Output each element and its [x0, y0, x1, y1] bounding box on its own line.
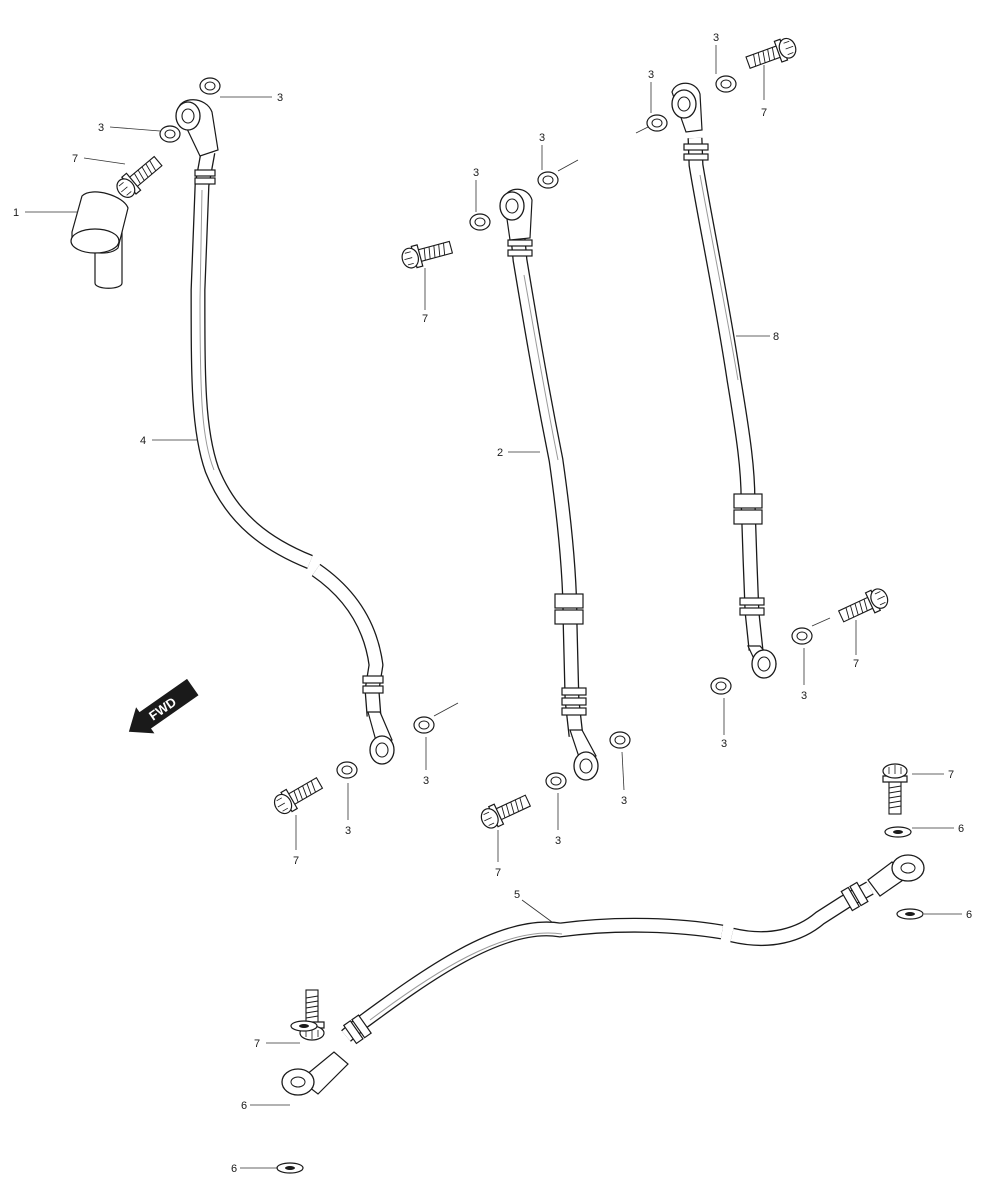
brake-hose-2	[499, 188, 599, 781]
washer-3-d	[336, 761, 358, 779]
callout-3: 3	[555, 835, 561, 847]
callout-6: 6	[241, 1100, 247, 1112]
washer-3-k	[791, 627, 813, 645]
callout-5: 5	[514, 889, 520, 901]
callout-7: 7	[948, 769, 954, 781]
leader-lines	[25, 45, 962, 1169]
callout-8: 8	[773, 331, 779, 343]
washer-6-c	[290, 1020, 318, 1032]
bolt-7-f	[835, 584, 892, 627]
washer-3-i	[715, 75, 737, 93]
washer-3-l	[710, 677, 732, 695]
washer-6-b	[896, 908, 924, 920]
callout-3: 3	[277, 92, 283, 104]
callout-6: 6	[966, 909, 972, 921]
callout-7: 7	[293, 855, 299, 867]
callout-7: 7	[254, 1038, 260, 1050]
callout-3: 3	[423, 775, 429, 787]
brake-hose-4	[175, 99, 395, 765]
callout-7: 7	[853, 658, 859, 670]
bolt-7-h	[299, 989, 325, 1041]
brake-hose-5	[281, 854, 925, 1096]
callout-1: 1	[13, 207, 19, 219]
callout-labels: 3 3 7 1 4 3 3 7 3 3 7 2 3 3 7 3 3 7 8 7 …	[13, 32, 972, 1175]
callout-7: 7	[761, 107, 767, 119]
callout-7: 7	[422, 313, 428, 325]
washer-3-a	[199, 77, 221, 95]
callout-3: 3	[473, 167, 479, 179]
bolt-7-b	[270, 772, 326, 819]
washer-3-g	[609, 731, 631, 749]
callout-6: 6	[231, 1163, 237, 1175]
bolt-7-e	[743, 34, 800, 74]
washer-3-e	[537, 171, 559, 189]
brake-hose-8	[671, 82, 777, 679]
callout-3: 3	[713, 32, 719, 44]
callout-7: 7	[495, 867, 501, 879]
washer-3-f	[469, 213, 491, 231]
callout-3: 3	[801, 690, 807, 702]
bolt-7-c	[399, 235, 455, 272]
washer-3-c	[413, 716, 435, 734]
washer-3-h	[545, 772, 567, 790]
callout-2: 2	[497, 447, 503, 459]
washer-6-d	[276, 1162, 304, 1174]
washer-3-b	[159, 125, 181, 143]
hose-cap-part-1	[70, 191, 129, 289]
callout-3: 3	[648, 69, 654, 81]
callout-3: 3	[721, 738, 727, 750]
bolt-7-d	[477, 790, 534, 833]
forward-direction-arrow: FWD	[128, 678, 199, 734]
callout-3: 3	[345, 825, 351, 837]
callout-7: 7	[72, 153, 78, 165]
callout-3: 3	[539, 132, 545, 144]
callout-4: 4	[140, 435, 146, 447]
callout-3: 3	[621, 795, 627, 807]
callout-3: 3	[98, 122, 104, 134]
washer-6-a	[884, 826, 912, 838]
washer-3-j	[646, 114, 668, 132]
bolt-7-a	[112, 152, 166, 203]
bolt-7-g	[882, 763, 908, 815]
callout-6: 6	[958, 823, 964, 835]
